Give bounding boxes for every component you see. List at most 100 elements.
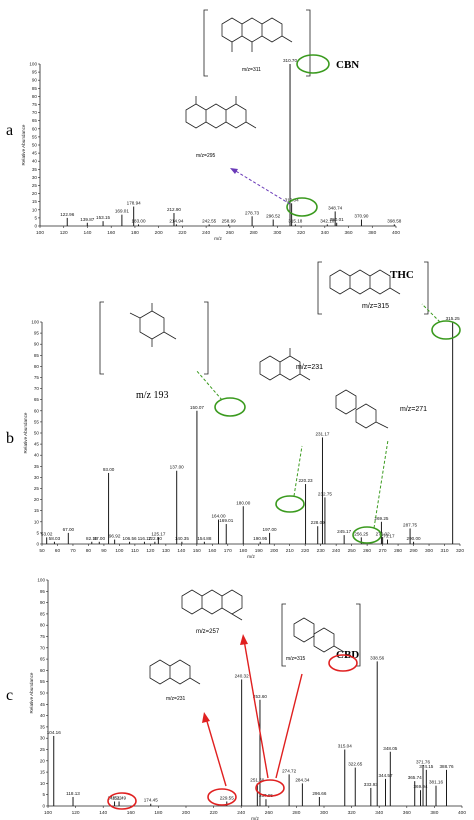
y-tick-label: 50 bbox=[32, 143, 38, 148]
y-tick-label: 50 bbox=[34, 431, 40, 436]
panel-b: b THC m/z=315 m/z 193 m/z=231 bbox=[6, 261, 464, 560]
peak-label: 125.17 bbox=[151, 531, 165, 536]
x-tick-label: 200 bbox=[270, 548, 278, 554]
peak-label: 348.05 bbox=[383, 746, 397, 751]
peak-label: 53.02 bbox=[41, 531, 53, 536]
x-tick-label: 240 bbox=[237, 810, 245, 816]
y-tick-label: 70 bbox=[40, 645, 46, 650]
y-tick-label: 85 bbox=[34, 353, 40, 358]
y-tick-label: 25 bbox=[32, 183, 38, 188]
y-tick-label: 75 bbox=[34, 375, 40, 380]
peak-label: 365.74 bbox=[408, 775, 422, 780]
y-tick-label: 95 bbox=[34, 331, 40, 336]
peak-label: 258.99 bbox=[222, 218, 236, 223]
peak-label: 58.03 bbox=[49, 536, 61, 541]
panel-a-compound-name: CBN bbox=[336, 59, 359, 71]
x-tick-label: 320 bbox=[297, 230, 305, 236]
x-tick-label: 280 bbox=[394, 548, 402, 554]
y-tick-label: 95 bbox=[32, 70, 38, 75]
peak-label: 151.49 bbox=[112, 795, 126, 800]
x-tick-label: 200 bbox=[182, 810, 190, 816]
peak-label: 190.95 bbox=[253, 536, 267, 541]
y-tick-label: 55 bbox=[32, 134, 38, 139]
y-tick-label: 65 bbox=[32, 118, 38, 123]
panel-c-arrowhead-229 bbox=[202, 712, 210, 723]
x-tick-label: 70 bbox=[70, 548, 76, 554]
y-tick-label: 45 bbox=[32, 151, 38, 156]
peak-label: 381.16 bbox=[429, 780, 443, 785]
panel-a-mid-mz: m/z=295 bbox=[196, 153, 216, 159]
y-tick-label: 70 bbox=[32, 110, 38, 115]
y-tick-label: 65 bbox=[40, 657, 46, 662]
peak-label: 116.17 bbox=[138, 536, 152, 541]
x-tick-label: 300 bbox=[425, 548, 433, 554]
y-tick-label: 20 bbox=[34, 497, 40, 502]
x-tick-label: 380 bbox=[430, 810, 438, 816]
panel-b-231-structure bbox=[259, 348, 311, 381]
panel-c-frag257: m/z=257 bbox=[196, 629, 220, 635]
x-tick-label: 230 bbox=[317, 548, 325, 554]
y-tick-label: 15 bbox=[32, 199, 38, 204]
x-tick-label: 120 bbox=[60, 230, 68, 236]
peak-label: 315.25 bbox=[446, 316, 460, 321]
peak-label: 220.23 bbox=[299, 478, 313, 483]
panel-a-axes: 0510152025303540455055606570758085909510… bbox=[21, 62, 400, 243]
x-tick-label: 320 bbox=[456, 548, 464, 554]
y-tick-label: 40 bbox=[34, 453, 40, 458]
peak-label: 270.02 bbox=[376, 531, 390, 536]
x-tick-label: 80 bbox=[86, 548, 92, 554]
y-tick-label: 75 bbox=[40, 634, 46, 639]
x-tick-label: 220 bbox=[210, 810, 218, 816]
x-tick-label: 380 bbox=[368, 230, 376, 236]
panel-b-frag231: m/z=231 bbox=[296, 364, 323, 371]
peak-label: 106.56 bbox=[123, 536, 137, 541]
peak-label: 164.00 bbox=[211, 514, 225, 519]
x-tick-label: 160 bbox=[107, 230, 115, 236]
x-tick-label: 360 bbox=[403, 810, 411, 816]
y-tick-label: 5 bbox=[36, 530, 39, 535]
x-tick-label: 280 bbox=[250, 230, 258, 236]
x-tick-label: 150 bbox=[193, 548, 201, 554]
panel-b-frag315: m/z=315 bbox=[362, 303, 389, 310]
y-tick-label: 100 bbox=[31, 320, 39, 325]
peak-label: 348.74 bbox=[328, 205, 342, 210]
x-tick-label: 60 bbox=[55, 548, 61, 554]
y-tick-label: 95 bbox=[40, 589, 46, 594]
peak-label: 284.34 bbox=[295, 777, 309, 782]
y-tick-label: 10 bbox=[32, 207, 38, 212]
peak-label: 242.55 bbox=[202, 218, 216, 223]
x-tick-label: 300 bbox=[320, 810, 328, 816]
y-tick-label: 20 bbox=[40, 758, 46, 763]
peak-label: 273.17 bbox=[380, 534, 394, 539]
x-tick-label: 140 bbox=[83, 230, 91, 236]
x-tick-label: 180 bbox=[131, 230, 139, 236]
panel-c-circle-229 bbox=[207, 788, 237, 806]
y-tick-label: 5 bbox=[42, 792, 45, 797]
peak-label: 169.01 bbox=[219, 518, 233, 523]
peak-label: 253.60 bbox=[253, 694, 267, 699]
y-tick-label: 100 bbox=[29, 62, 37, 67]
y-tick-label: 35 bbox=[34, 464, 40, 469]
panel-b-193-structure bbox=[99, 301, 209, 375]
peak-label: 290.00 bbox=[407, 536, 421, 541]
panel-c-axes: 0510152025303540455055606570758085909510… bbox=[29, 578, 466, 820]
x-tick-label: 260 bbox=[265, 810, 273, 816]
peak-label: 296.52 bbox=[266, 214, 280, 219]
peak-label: 287.75 bbox=[403, 522, 417, 527]
peak-label: 67.00 bbox=[63, 527, 75, 532]
y-tick-label: 5 bbox=[34, 215, 37, 220]
panel-c-circle-257 bbox=[255, 779, 285, 797]
peak-label: 269.25 bbox=[374, 516, 388, 521]
peak-label: 174.45 bbox=[144, 798, 158, 803]
peak-label: 245.17 bbox=[337, 529, 351, 534]
panel-a: a CBN m/z=311 m/z=295 051015202530354045… bbox=[6, 9, 402, 243]
y-tick-label: 65 bbox=[34, 397, 40, 402]
peak-label: 315.18 bbox=[288, 218, 302, 223]
y-tick-label: 10 bbox=[34, 519, 40, 524]
panel-c-arrow-257 bbox=[243, 639, 269, 779]
panel-b-circle-193 bbox=[214, 397, 246, 417]
x-tick-label: 190 bbox=[255, 548, 263, 554]
y-axis-label: Relative Abundance bbox=[29, 672, 34, 713]
peak-label: 374.15 bbox=[419, 764, 433, 769]
